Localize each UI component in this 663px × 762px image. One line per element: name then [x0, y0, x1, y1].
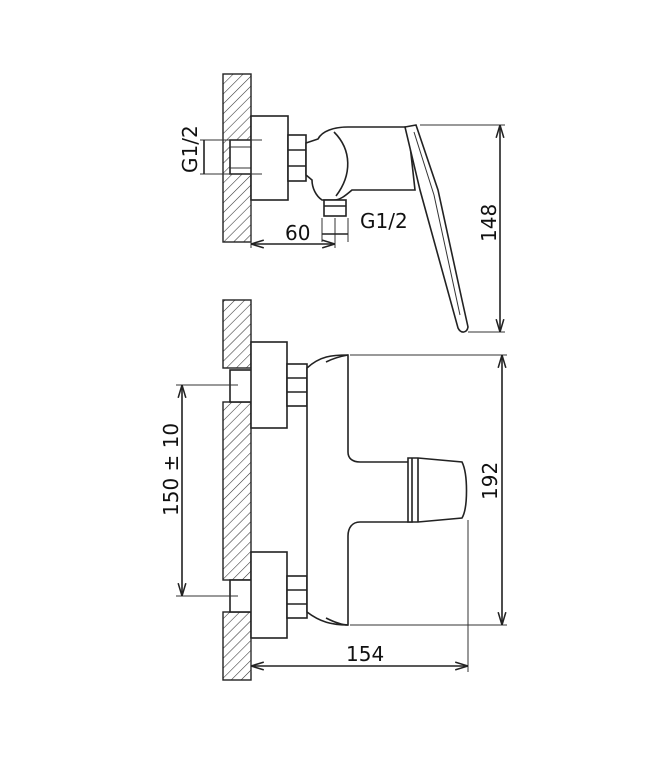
front-view-lower-nut	[286, 575, 308, 619]
side-view: G1/2 60 G1/2 148	[178, 73, 505, 333]
side-height-label: 148	[477, 204, 501, 242]
front-view-upper-escutcheon	[250, 341, 288, 429]
front-depth-label: 154	[346, 642, 384, 666]
front-center-distance-label: 150 ± 10	[159, 423, 183, 516]
side-width-label: 60	[285, 221, 310, 245]
side-view-outlet	[323, 199, 347, 217]
front-view-wall-middle	[222, 401, 252, 581]
side-view-lever	[404, 124, 469, 333]
side-thread-left-label: G1/2	[178, 125, 202, 173]
front-height-label: 192	[478, 462, 502, 500]
side-view-inlet-pipe	[229, 139, 254, 175]
front-view-body	[306, 354, 413, 626]
front-view-upper-nut	[286, 363, 308, 407]
front-view-upper-inlet	[229, 369, 253, 403]
side-view-hex-nut	[287, 134, 307, 182]
front-view-lower-escutcheon	[250, 551, 288, 639]
side-view-escutcheon	[250, 115, 289, 201]
front-view-wall-bottom	[222, 611, 252, 681]
side-view-body	[305, 126, 416, 201]
side-thread-bottom-label: G1/2	[360, 209, 408, 233]
front-view-handle	[407, 457, 468, 523]
front-view: 150 ± 10 192 154	[159, 299, 507, 681]
front-view-wall-top	[222, 299, 252, 369]
